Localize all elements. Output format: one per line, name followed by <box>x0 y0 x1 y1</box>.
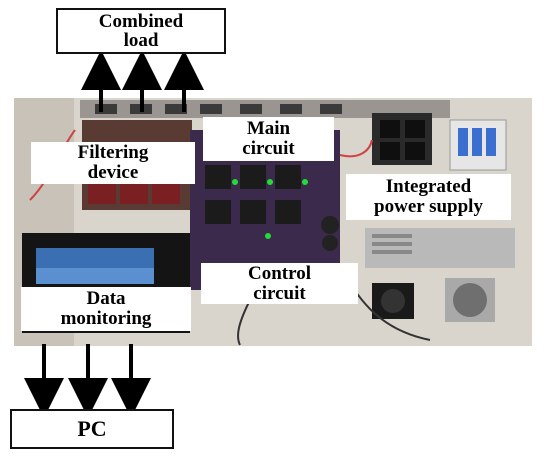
filtering-device-label: Filtering device <box>31 142 195 184</box>
green-led <box>265 233 271 239</box>
green-led <box>302 179 308 185</box>
main-circuit-label: Main circuit <box>203 117 334 161</box>
pc-box: PC <box>10 409 174 449</box>
data-monitoring-label: Data monitoring <box>21 287 191 331</box>
green-led <box>267 179 273 185</box>
control-circuit-label: Control circuit <box>201 263 358 304</box>
green-led <box>232 179 238 185</box>
combined-load-box: Combined load <box>56 8 226 54</box>
integrated-power-supply-label: Integrated power supply <box>346 174 511 220</box>
